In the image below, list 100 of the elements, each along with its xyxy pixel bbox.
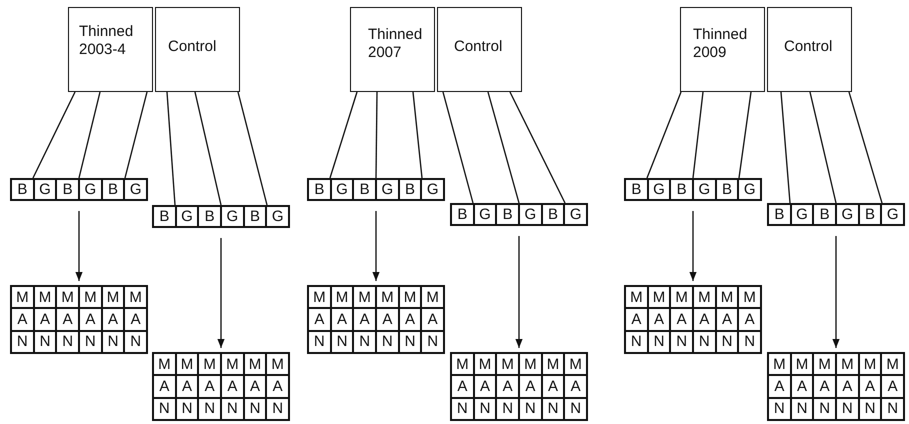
table-cell: G bbox=[34, 179, 56, 200]
table-cell: B bbox=[353, 179, 376, 200]
table-cell: A bbox=[34, 308, 56, 331]
table-cell: A bbox=[670, 308, 693, 331]
table-cell: M bbox=[813, 353, 836, 376]
arrow bbox=[689, 211, 697, 281]
table-cell: M bbox=[78, 286, 102, 308]
table-cell: M bbox=[648, 286, 670, 308]
table-cell: A bbox=[176, 375, 198, 398]
code-strip bbox=[624, 178, 762, 201]
table-cell: N bbox=[244, 398, 266, 420]
table-cell: M bbox=[330, 286, 354, 308]
table-cell: G bbox=[474, 204, 496, 225]
table-cell: G bbox=[176, 206, 198, 227]
table-cell: N bbox=[266, 398, 289, 420]
table-cell: A bbox=[738, 308, 761, 331]
table-cell: B bbox=[542, 204, 564, 225]
table-cell: N bbox=[768, 398, 791, 420]
table-cell: M bbox=[124, 286, 147, 308]
table-cell: A bbox=[451, 375, 474, 398]
connector-line bbox=[412, 92, 423, 178]
table-cell: N bbox=[11, 330, 34, 353]
table-cell: A bbox=[308, 308, 331, 331]
table-cell: M bbox=[102, 286, 124, 308]
connector-line bbox=[509, 92, 566, 204]
table-cell: A bbox=[78, 308, 102, 331]
table-cell: M bbox=[376, 286, 399, 308]
table-cell: G bbox=[836, 204, 859, 225]
table-cell: N bbox=[176, 398, 198, 420]
table-cell: M bbox=[244, 353, 266, 376]
table-cell: M bbox=[768, 353, 791, 376]
table-cell: N bbox=[330, 330, 354, 353]
stand-label: Control bbox=[454, 38, 504, 56]
table-cell: G bbox=[330, 179, 354, 200]
table-cell: M bbox=[625, 286, 648, 308]
table-cell: N bbox=[421, 330, 444, 353]
table-cell: A bbox=[102, 308, 124, 331]
table-cell: G bbox=[790, 204, 814, 225]
table-cell: B bbox=[198, 206, 221, 227]
table-cell: M bbox=[790, 353, 814, 376]
arrow bbox=[217, 238, 225, 348]
stand-label: Control bbox=[784, 38, 834, 56]
table-cell: N bbox=[220, 398, 244, 420]
table-cell: M bbox=[176, 353, 198, 376]
table-cell: A bbox=[496, 375, 519, 398]
table-cell: M bbox=[11, 286, 34, 308]
connector-line bbox=[32, 92, 76, 178]
table-cell: G bbox=[220, 206, 244, 227]
table-cell: N bbox=[376, 330, 399, 353]
stand-box bbox=[437, 7, 522, 92]
table-cell: M bbox=[496, 353, 519, 376]
table-cell: A bbox=[198, 375, 221, 398]
table-cell: A bbox=[836, 375, 859, 398]
table-cell: A bbox=[153, 375, 176, 398]
connector-line bbox=[194, 92, 222, 206]
table-cell: A bbox=[790, 375, 814, 398]
stand-label: Thinned 2003-4 bbox=[79, 23, 134, 59]
table-cell: A bbox=[564, 375, 587, 398]
table-cell: M bbox=[518, 353, 542, 376]
data-table bbox=[10, 285, 148, 354]
connector-line bbox=[442, 92, 474, 204]
stand-box bbox=[155, 7, 240, 92]
data-table bbox=[152, 352, 290, 421]
connector-line bbox=[329, 92, 358, 178]
table-cell: N bbox=[124, 330, 147, 353]
table-cell: A bbox=[625, 308, 648, 331]
connector-line bbox=[809, 92, 837, 204]
table-cell: N bbox=[496, 398, 519, 420]
table-cell: B bbox=[496, 204, 519, 225]
table-cell: A bbox=[56, 308, 79, 331]
code-strip bbox=[10, 178, 148, 201]
table-cell: M bbox=[858, 353, 882, 376]
table-cell: B bbox=[11, 179, 34, 200]
table-cell: A bbox=[716, 308, 738, 331]
table-cell: G bbox=[78, 179, 102, 200]
table-cell: M bbox=[353, 286, 376, 308]
table-cell: A bbox=[648, 308, 670, 331]
table-cell: G bbox=[881, 204, 904, 225]
connector-line bbox=[848, 92, 883, 204]
table-cell: B bbox=[625, 179, 648, 200]
stand-label: Control bbox=[168, 38, 218, 56]
table-cell: G bbox=[266, 206, 289, 227]
table-cell: G bbox=[518, 204, 542, 225]
table-cell: N bbox=[102, 330, 124, 353]
table-cell: A bbox=[542, 375, 564, 398]
arrow bbox=[832, 236, 840, 348]
table-cell: A bbox=[858, 375, 882, 398]
connector-line bbox=[166, 92, 176, 206]
data-table bbox=[307, 285, 445, 354]
table-cell: N bbox=[716, 330, 738, 353]
connector-line bbox=[124, 92, 148, 178]
table-cell: M bbox=[692, 286, 716, 308]
table-cell: N bbox=[881, 398, 904, 420]
table-cell: B bbox=[451, 204, 474, 225]
connector-line bbox=[738, 92, 752, 178]
table-cell: A bbox=[881, 375, 904, 398]
table-cell: N bbox=[836, 398, 859, 420]
table-cell: N bbox=[56, 330, 79, 353]
table-cell: N bbox=[625, 330, 648, 353]
table-cell: N bbox=[790, 398, 814, 420]
